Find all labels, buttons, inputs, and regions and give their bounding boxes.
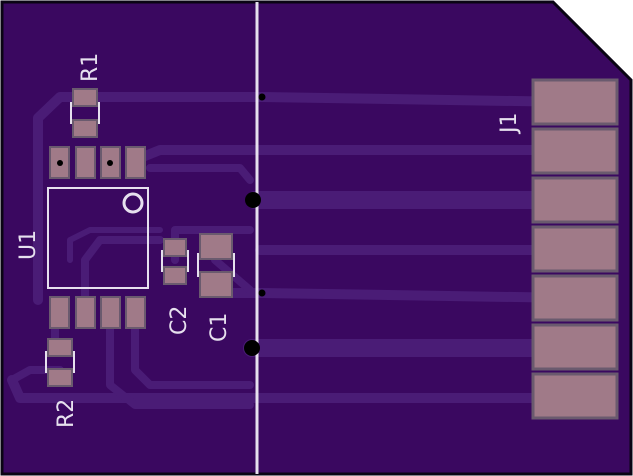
label-c1: C1 [207, 313, 232, 342]
trace-16 [67, 227, 163, 263]
via-large-2 [244, 340, 260, 356]
j1-pad-2 [531, 127, 619, 175]
trace-1 [33, 92, 580, 305]
u1-silk-body [47, 187, 149, 289]
c2-pad-top [163, 238, 187, 257]
j1-pad-4 [531, 225, 619, 273]
r1-resistor [70, 88, 100, 138]
r2-resistor [45, 338, 75, 387]
via-mid-small [258, 289, 266, 297]
trace-12 [131, 311, 254, 389]
j1-pad-6 [531, 323, 619, 371]
u1-pad-bottom-1 [49, 296, 70, 329]
u1-pad-top-2 [75, 146, 96, 179]
label-c2: C2 [167, 306, 192, 335]
u1-via-2 [107, 160, 113, 166]
r1-pad-bottom [72, 119, 98, 138]
r1-pad-top [72, 88, 98, 107]
trace-7 [7, 375, 580, 403]
u1-pad-bottom-4 [125, 296, 146, 329]
j1-pad-5 [531, 274, 619, 322]
u1-pad-bottom-2 [75, 296, 96, 329]
c2-pad-bottom [163, 266, 187, 285]
j1-connector [531, 78, 619, 420]
trace-2 [135, 145, 580, 163]
trace-10 [106, 311, 254, 409]
label-r2: R2 [54, 399, 79, 428]
u1-pin1-marker [122, 192, 144, 214]
label-u1: U1 [16, 230, 41, 260]
via-large-1 [245, 192, 261, 208]
label-j1: J1 [497, 113, 522, 136]
j1-pad-7 [531, 372, 619, 420]
c1-pad-top [199, 233, 233, 260]
j1-pad-1 [531, 78, 619, 126]
c2-capacitor [161, 238, 189, 285]
u1-via-1 [57, 160, 63, 166]
u1-ic [47, 146, 149, 329]
c1-capacitor [197, 233, 235, 298]
j1-pad-3 [531, 176, 619, 224]
r2-pad-top [47, 338, 73, 357]
c1-pad-bottom [199, 271, 233, 298]
trace-8 [146, 164, 254, 184]
r2-pad-bottom [47, 368, 73, 387]
via-top-small [258, 93, 266, 101]
u1-pad-top-4 [125, 146, 146, 179]
trace-5 [225, 288, 580, 303]
u1-pad-bottom-3 [100, 296, 121, 329]
label-r1: R1 [78, 53, 103, 82]
